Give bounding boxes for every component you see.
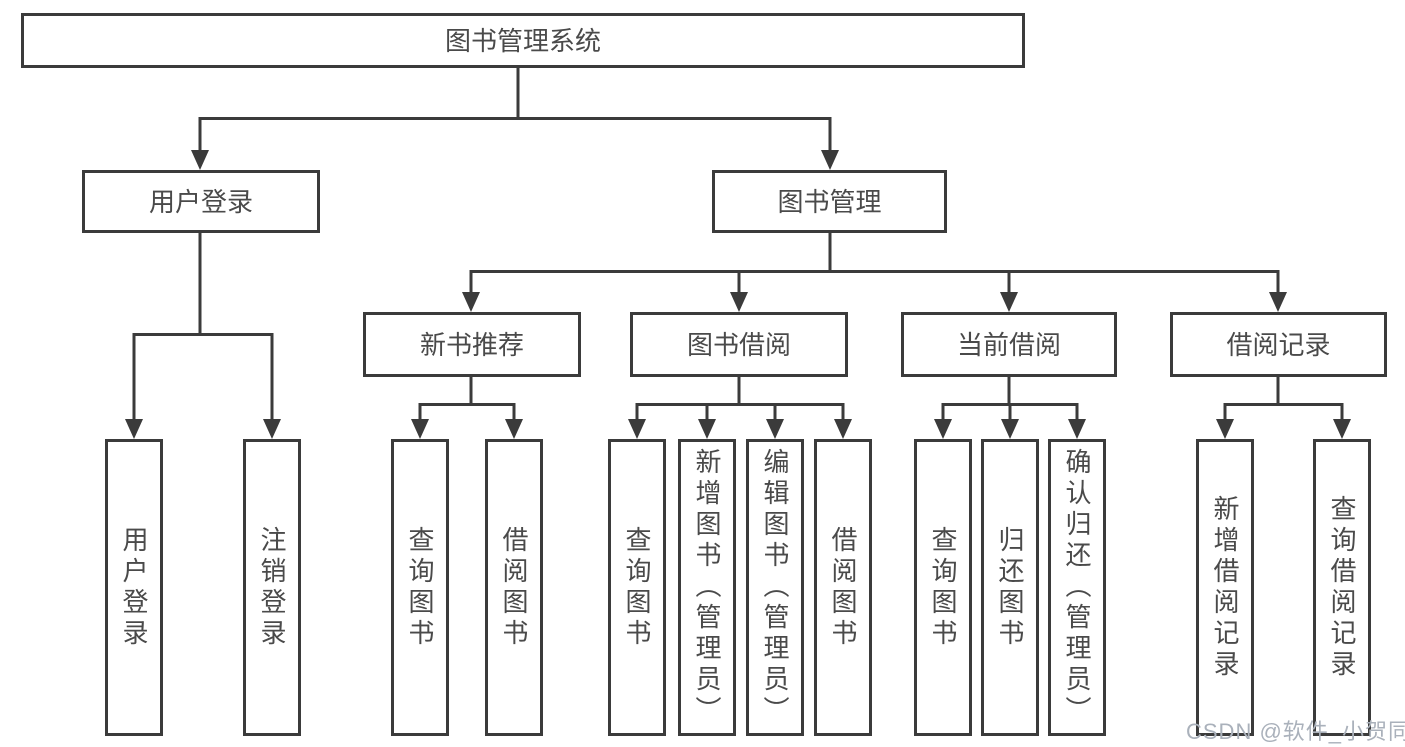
leaf-add-book-admin: 新增图书（管理员）: [678, 439, 736, 736]
node-root: 图书管理系统: [21, 13, 1025, 68]
node-new-book-recommend: 新书推荐: [363, 312, 581, 377]
leaf-logout-login: 注销登录: [243, 439, 301, 736]
leaf-borrow-books-borrowing: 借阅图书: [814, 439, 872, 736]
leaf-return-books: 归还图书: [981, 439, 1039, 736]
node-book-borrowing: 图书借阅: [630, 312, 848, 377]
node-current-borrowing: 当前借阅: [901, 312, 1117, 377]
leaf-user-login: 用户登录: [105, 439, 163, 736]
node-book-management: 图书管理: [712, 170, 947, 233]
leaf-search-books-borrowing: 查询图书: [608, 439, 666, 736]
leaf-search-borrow-record: 查询借阅记录: [1313, 439, 1371, 736]
node-borrow-records: 借阅记录: [1170, 312, 1387, 377]
leaf-borrow-books-recommend: 借阅图书: [485, 439, 543, 736]
leaf-confirm-return-admin: 确认归还（管理员）: [1048, 439, 1106, 736]
leaf-search-books-current: 查询图书: [914, 439, 972, 736]
watermark: CSDN @软件_小贺同学: [1186, 719, 1405, 744]
leaf-search-books-recommend: 查询图书: [391, 439, 449, 736]
leaf-edit-book-admin: 编辑图书（管理员）: [746, 439, 804, 736]
node-user-login: 用户登录: [82, 170, 320, 233]
leaf-add-borrow-record: 新增借阅记录: [1196, 439, 1254, 736]
